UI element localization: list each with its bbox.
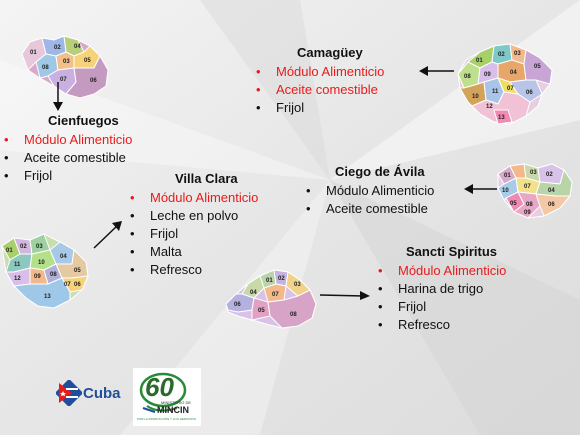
svg-text:05: 05 bbox=[258, 308, 265, 314]
cienfuegos-list: •Módulo Alimenticio •Aceite comestible •… bbox=[2, 131, 132, 185]
sancti-spiritus-item: •Módulo Alimenticio bbox=[378, 263, 507, 278]
villa-clara-title: Villa Clara bbox=[175, 171, 238, 186]
svg-text:09: 09 bbox=[484, 72, 491, 78]
camaguey-arrow bbox=[419, 66, 454, 76]
svg-text:08: 08 bbox=[526, 202, 533, 208]
svg-text:05: 05 bbox=[510, 201, 517, 207]
sancti-spiritus-item: •Harina de trigo bbox=[378, 281, 484, 296]
villa-clara-item: •Módulo Alimenticio bbox=[130, 190, 259, 205]
svg-text:07: 07 bbox=[272, 292, 279, 298]
mincin-name-text: MINCIN bbox=[157, 405, 189, 415]
svg-text:03: 03 bbox=[63, 59, 70, 65]
svg-text:03: 03 bbox=[514, 51, 521, 57]
sancti-spiritus-map: 01 02 03 04 07 06 05 08 bbox=[225, 269, 317, 329]
ciego-de-avila-item: •Módulo Alimenticio bbox=[306, 183, 435, 198]
svg-text:01: 01 bbox=[6, 248, 13, 254]
svg-text:06: 06 bbox=[90, 78, 97, 84]
sancti-spiritus-item: •Refresco bbox=[378, 317, 451, 332]
svg-text:04: 04 bbox=[74, 44, 81, 50]
svg-text:02: 02 bbox=[278, 276, 285, 282]
svg-text:02: 02 bbox=[20, 244, 27, 250]
svg-text:01: 01 bbox=[504, 173, 511, 179]
camaguey-item: •Frijol bbox=[256, 100, 305, 115]
camaguey-item: •Módulo Alimenticio bbox=[256, 64, 385, 79]
svg-text:05: 05 bbox=[74, 268, 81, 274]
svg-text:13: 13 bbox=[498, 115, 505, 121]
svg-text:05: 05 bbox=[534, 64, 541, 70]
svg-text:07: 07 bbox=[60, 77, 67, 83]
svg-text:11: 11 bbox=[14, 262, 21, 268]
sancti-spiritus-arrow bbox=[320, 291, 370, 300]
svg-text:04: 04 bbox=[510, 70, 517, 76]
svg-text:02: 02 bbox=[54, 45, 61, 51]
svg-text:01: 01 bbox=[476, 58, 483, 64]
mincin-60-text: 60 bbox=[145, 372, 174, 402]
camaguey-map: 01 02 03 05 08 09 04 10 11 07 12 06 13 bbox=[457, 43, 553, 125]
cuba-flag-icon bbox=[56, 380, 82, 406]
svg-text:03: 03 bbox=[294, 282, 301, 288]
svg-text:01: 01 bbox=[266, 278, 273, 284]
svg-text:04: 04 bbox=[250, 290, 257, 296]
cienfuegos-map: 01 02 04 08 03 05 07 06 bbox=[21, 35, 109, 99]
svg-text:08: 08 bbox=[42, 65, 49, 71]
svg-text:03: 03 bbox=[530, 170, 537, 176]
svg-text:03: 03 bbox=[36, 244, 43, 250]
svg-text:05: 05 bbox=[84, 58, 91, 64]
villa-clara-arrow bbox=[93, 221, 122, 249]
cienfuegos-item: •Frijol bbox=[4, 168, 53, 183]
ciego-de-avila-list: •Módulo Alimenticio •Aceite comestible bbox=[304, 182, 434, 218]
sancti-spiritus-item: •Frijol bbox=[378, 299, 427, 314]
camaguey-title: Camagüey bbox=[297, 45, 363, 60]
svg-text:09: 09 bbox=[34, 274, 41, 280]
villa-clara-item: •Leche en polvo bbox=[130, 208, 239, 223]
svg-text:01: 01 bbox=[30, 50, 37, 56]
mincin-tagline-text: POR LA PRODUCCIÓN Y LOS SERVICIOS bbox=[137, 417, 196, 421]
mincin-logo: 60 MINISTERIO DE MINCIN POR LA PRODUCCIÓ… bbox=[133, 368, 201, 426]
cienfuegos-title: Cienfuegos bbox=[48, 113, 119, 128]
villa-clara-item: •Refresco bbox=[130, 262, 203, 277]
sancti-spiritus-list: •Módulo Alimenticio •Harina de trigo •Fr… bbox=[376, 262, 506, 334]
svg-text:09: 09 bbox=[524, 210, 531, 216]
svg-text:08: 08 bbox=[290, 312, 297, 318]
svg-text:13: 13 bbox=[44, 294, 51, 300]
svg-text:02: 02 bbox=[498, 52, 505, 58]
cienfuegos-item: •Módulo Alimenticio bbox=[4, 132, 133, 147]
mincin-emblem-icon bbox=[139, 372, 187, 413]
svg-text:07: 07 bbox=[64, 282, 71, 288]
ciego-de-avila-title: Ciego de Ávila bbox=[335, 164, 425, 179]
ciego-de-avila-map: 01 03 02 10 07 04 05 08 09 06 bbox=[497, 163, 573, 219]
cienfuegos-item: •Aceite comestible bbox=[4, 150, 126, 165]
svg-text:10: 10 bbox=[472, 94, 479, 100]
svg-text:04: 04 bbox=[60, 254, 67, 260]
svg-text:08: 08 bbox=[464, 74, 471, 80]
svg-text:10: 10 bbox=[502, 188, 509, 194]
svg-text:07: 07 bbox=[524, 184, 531, 190]
svg-text:04: 04 bbox=[548, 188, 555, 194]
camaguey-item: •Aceite comestible bbox=[256, 82, 378, 97]
svg-text:06: 06 bbox=[234, 302, 241, 308]
villa-clara-list: •Módulo Alimenticio •Leche en polvo •Fri… bbox=[128, 189, 258, 279]
svg-text:10: 10 bbox=[38, 260, 45, 266]
svg-text:07: 07 bbox=[507, 86, 514, 92]
cienfuegos-arrow bbox=[53, 82, 63, 111]
svg-text:06: 06 bbox=[548, 202, 555, 208]
svg-text:02: 02 bbox=[546, 172, 553, 178]
svg-text:12: 12 bbox=[14, 276, 21, 282]
mincin-prefix-text: MINISTERIO DE bbox=[161, 400, 192, 405]
svg-text:06: 06 bbox=[74, 282, 81, 288]
svg-text:06: 06 bbox=[526, 90, 533, 96]
ciego-de-avila-item: •Aceite comestible bbox=[306, 201, 428, 216]
svg-text:11: 11 bbox=[492, 89, 499, 95]
villa-clara-item: •Frijol bbox=[130, 226, 179, 241]
camaguey-list: •Módulo Alimenticio •Aceite comestible •… bbox=[254, 63, 384, 117]
villa-clara-item: •Malta bbox=[130, 244, 182, 259]
sancti-spiritus-title: Sancti Spiritus bbox=[406, 244, 498, 259]
ciego-de-avila-arrow bbox=[464, 184, 497, 194]
svg-text:08: 08 bbox=[50, 272, 57, 278]
svg-text:12: 12 bbox=[486, 104, 493, 110]
cuba-logo-text: Cuba bbox=[83, 385, 121, 402]
